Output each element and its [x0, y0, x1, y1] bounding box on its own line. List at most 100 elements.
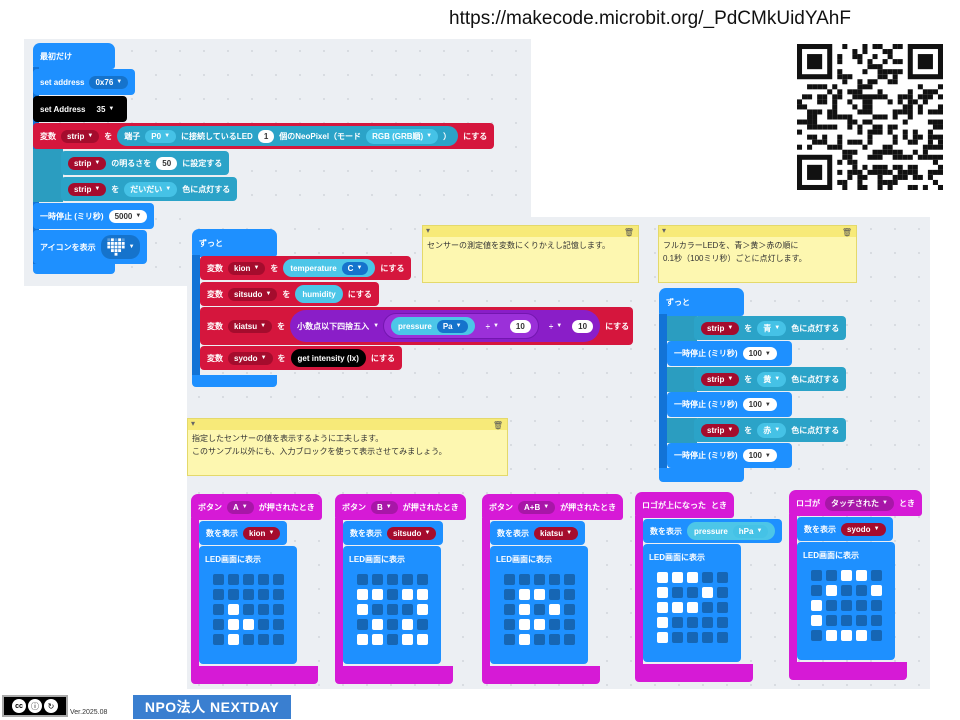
- led-cell[interactable]: [657, 632, 668, 643]
- strip-var-dropdown[interactable]: strip: [61, 129, 100, 143]
- led-cell[interactable]: [273, 634, 284, 645]
- led-cell[interactable]: [717, 587, 728, 598]
- show-leds-block[interactable]: LED画面に表示: [490, 546, 588, 664]
- led-cell[interactable]: [871, 570, 882, 581]
- led-cell[interactable]: [672, 572, 683, 583]
- led-cell[interactable]: [841, 630, 852, 641]
- led-cell[interactable]: [402, 574, 413, 585]
- led-cell[interactable]: [387, 574, 398, 585]
- led-cell[interactable]: [871, 585, 882, 596]
- led-cell[interactable]: [672, 587, 683, 598]
- led-cell[interactable]: [717, 602, 728, 613]
- led-cell[interactable]: [504, 634, 515, 645]
- icon-dropdown[interactable]: [100, 235, 140, 259]
- note-sensors[interactable]: 🗑 センサーの測定値を変数にくりかえし記憶します。: [422, 224, 639, 283]
- led-cell[interactable]: [228, 589, 239, 600]
- pause-block[interactable]: 一時停止 (ミリ秒) 100: [667, 392, 792, 417]
- led-cell[interactable]: [657, 617, 668, 628]
- kion-var-dropdown[interactable]: kion: [228, 261, 266, 275]
- led-cell[interactable]: [357, 574, 368, 585]
- led-cell[interactable]: [672, 632, 683, 643]
- pause-input[interactable]: 100: [742, 449, 777, 462]
- set-address2-block[interactable]: set Address 35: [33, 96, 128, 122]
- led-cell[interactable]: [258, 589, 269, 600]
- led-cell[interactable]: [841, 570, 852, 581]
- led-cell[interactable]: [549, 634, 560, 645]
- pause-block[interactable]: 一時停止 (ミリ秒) 100: [667, 341, 792, 366]
- led-cell[interactable]: [504, 574, 515, 585]
- led-grid[interactable]: [357, 574, 428, 645]
- led-cell[interactable]: [258, 574, 269, 585]
- pause-input[interactable]: 5000: [108, 209, 148, 223]
- led-cell[interactable]: [702, 617, 713, 628]
- led-cell[interactable]: [702, 602, 713, 613]
- strip-color-block[interactable]: strip を 赤 色に点灯する: [694, 418, 847, 442]
- led-cell[interactable]: [372, 604, 383, 615]
- pressure-unit-dropdown[interactable]: hPa: [732, 524, 769, 538]
- trash-icon[interactable]: 🗑: [623, 228, 634, 237]
- color-dropdown[interactable]: だいだい: [124, 181, 178, 197]
- led-grid[interactable]: [657, 572, 728, 643]
- color-dropdown[interactable]: 青: [757, 320, 787, 336]
- led-cell[interactable]: [657, 572, 668, 583]
- neopixel-create-block[interactable]: 端子 P0 に接続しているLED 1 個のNeoPixel（モード RGB (G…: [117, 126, 459, 146]
- led-cell[interactable]: [273, 589, 284, 600]
- led-cell[interactable]: [856, 585, 867, 596]
- led-cell[interactable]: [387, 604, 398, 615]
- intensity-block[interactable]: get intensity (lx): [290, 349, 366, 367]
- led-cell[interactable]: [228, 604, 239, 615]
- show-icon-block[interactable]: アイコンを表示: [33, 230, 147, 264]
- led-cell[interactable]: [372, 619, 383, 630]
- led-cell[interactable]: [387, 634, 398, 645]
- event-hat[interactable]: ロゴが上になった とき: [635, 492, 734, 518]
- on-start-hat[interactable]: 最初だけ: [33, 43, 115, 69]
- strip-var-block[interactable]: 変数 strip を 端子 P0 に接続しているLED 1 個のNeoPixel…: [33, 123, 495, 149]
- led-cell[interactable]: [871, 600, 882, 611]
- led-cell[interactable]: [519, 574, 530, 585]
- led-cell[interactable]: [871, 615, 882, 626]
- led-count-input[interactable]: 1: [257, 129, 275, 143]
- color-dropdown[interactable]: 黄: [757, 371, 787, 387]
- led-cell[interactable]: [564, 634, 575, 645]
- pause-block[interactable]: 一時停止 (ミリ秒) 100: [667, 443, 792, 468]
- pause-block[interactable]: 一時停止 (ミリ秒) 5000: [33, 203, 155, 229]
- led-cell[interactable]: [213, 604, 224, 615]
- humidity-block[interactable]: humidity: [295, 285, 343, 303]
- pressure-block[interactable]: pressure Pa: [391, 317, 475, 335]
- pressure-unit-dropdown[interactable]: Pa: [436, 319, 468, 333]
- led-cell[interactable]: [549, 574, 560, 585]
- led-cell[interactable]: [811, 570, 822, 581]
- op1-dropdown[interactable]: ÷: [480, 320, 505, 333]
- led-cell[interactable]: [534, 604, 545, 615]
- led-cell[interactable]: [417, 619, 428, 630]
- led-cell[interactable]: [372, 574, 383, 585]
- brightness-block[interactable]: strip の明るさを 50 に設定する: [61, 151, 230, 175]
- led-cell[interactable]: [564, 589, 575, 600]
- led-cell[interactable]: [717, 572, 728, 583]
- led-cell[interactable]: [417, 589, 428, 600]
- led-cell[interactable]: [213, 574, 224, 585]
- led-cell[interactable]: [504, 589, 515, 600]
- strip-color-block[interactable]: strip を 黄 色に点灯する: [694, 367, 847, 391]
- led-cell[interactable]: [841, 600, 852, 611]
- led-cell[interactable]: [519, 604, 530, 615]
- led-cell[interactable]: [357, 589, 368, 600]
- led-cell[interactable]: [811, 600, 822, 611]
- led-cell[interactable]: [228, 634, 239, 645]
- color-dropdown[interactable]: 赤: [757, 422, 787, 438]
- syodo-set-block[interactable]: 変数 syodo を get intensity (lx) にする: [200, 346, 402, 370]
- led-cell[interactable]: [871, 630, 882, 641]
- led-cell[interactable]: [228, 619, 239, 630]
- led-cell[interactable]: [534, 619, 545, 630]
- brightness-input[interactable]: 50: [156, 156, 178, 170]
- led-cell[interactable]: [564, 619, 575, 630]
- led-cell[interactable]: [717, 617, 728, 628]
- trash-icon[interactable]: 🗑: [841, 228, 852, 237]
- led-cell[interactable]: [811, 585, 822, 596]
- led-cell[interactable]: [519, 619, 530, 630]
